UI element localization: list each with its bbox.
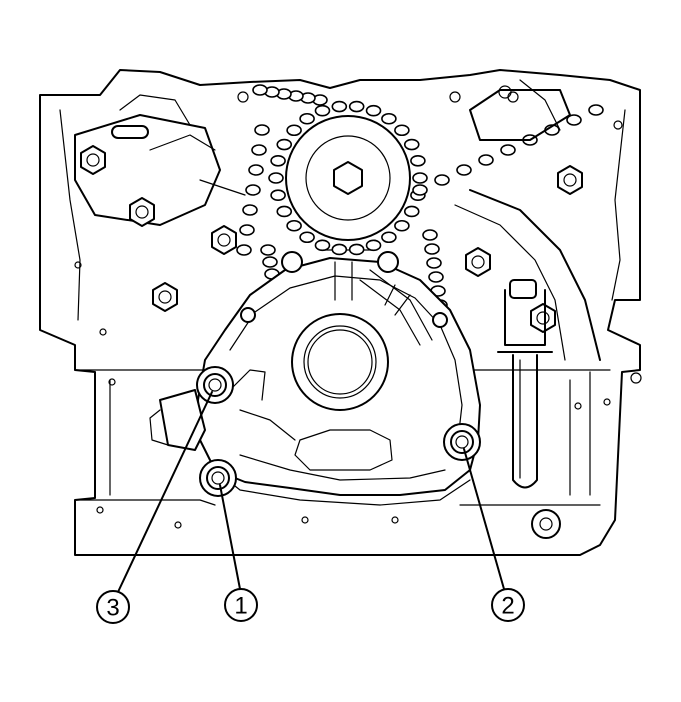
lower-left-pump-bolt (199, 459, 237, 497)
callout-3-label: 3 (106, 595, 119, 622)
engine-block (39, 69, 641, 556)
leader-lines (117, 391, 505, 593)
right-pump-bolt (443, 423, 481, 461)
oil-pump-housing (149, 251, 481, 506)
left-bracket (74, 94, 246, 226)
block-holes (74, 91, 642, 539)
callout-3: 3 (96, 590, 130, 624)
callout-2: 2 (491, 588, 525, 622)
callout-1-label: 1 (234, 593, 247, 620)
left-hex-bolts (80, 145, 583, 333)
cam-sprocket (285, 115, 411, 251)
right-chain-guide (454, 79, 601, 361)
upper-left-pump-bolt (196, 366, 234, 404)
oil-tube (497, 279, 553, 489)
callout-1: 1 (224, 588, 258, 622)
callout-2-label: 2 (501, 593, 514, 620)
